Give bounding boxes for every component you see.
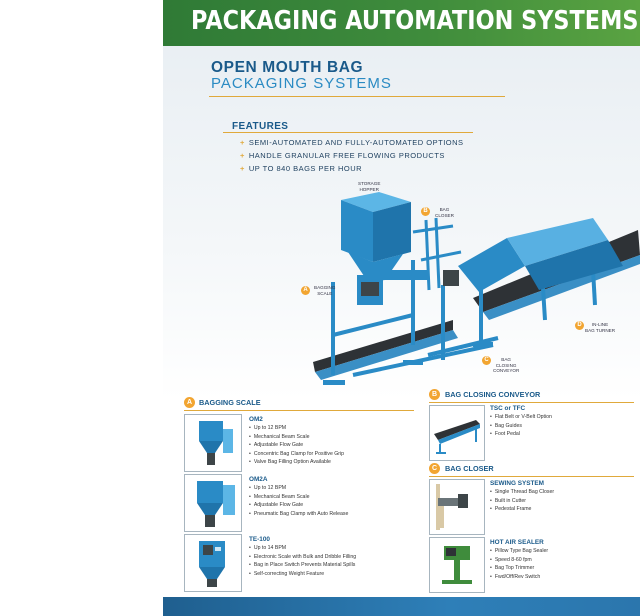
machine-illustration xyxy=(313,192,640,385)
product-name-hot-air-sealer: HOT AIR SEALER xyxy=(490,539,544,546)
footer-strip xyxy=(163,597,640,616)
badge-a-icon: A xyxy=(301,286,310,295)
section-title-bagging-scale: BAGGING SCALE xyxy=(199,398,261,407)
features-list: +SEMI-AUTOMATED AND FULLY-AUTOMATED OPTI… xyxy=(240,136,464,175)
section-divider xyxy=(429,476,634,477)
feature-item: +SEMI-AUTOMATED AND FULLY-AUTOMATED OPTI… xyxy=(240,138,464,147)
tsc-spec-list: Flat Belt or V-Belt Option Bag Guides Fo… xyxy=(490,413,552,439)
om2-spec-list: Up to 12 BPM Mechanical Beam Scale Adjus… xyxy=(249,424,344,467)
plus-icon: + xyxy=(240,164,245,173)
features-divider xyxy=(223,132,473,133)
section-divider xyxy=(429,402,634,403)
brochure-page: PACKAGING AUTOMATION SYSTEMS OPEN MOUTH … xyxy=(163,0,640,616)
page-title: OPEN MOUTH BAG xyxy=(211,59,364,76)
features-heading: FEATURES xyxy=(232,121,289,132)
tsc-conveyor-image xyxy=(429,405,485,461)
badge-c-icon: C xyxy=(482,356,491,365)
om2a-image xyxy=(184,474,242,532)
badge-d-icon: D xyxy=(575,321,584,330)
plus-icon: + xyxy=(240,151,245,160)
product-name-te100: TE-100 xyxy=(249,536,270,543)
section-title-bag-closing-conveyor: BAG CLOSING CONVEYOR xyxy=(445,390,541,399)
hot-air-sealer-image xyxy=(429,537,485,593)
feature-item: +UP TO 840 BAGS PER HOUR xyxy=(240,164,363,173)
section-badge-a: A xyxy=(184,397,195,408)
header-banner: PACKAGING AUTOMATION SYSTEMS xyxy=(163,0,640,46)
om2-image xyxy=(184,414,242,472)
te100-spec-list: Up to 14 BPM Electronic Scale with Bulk … xyxy=(249,544,356,578)
badge-b-icon: B xyxy=(421,207,430,216)
section-title-bag-closer: BAG CLOSER xyxy=(445,464,494,473)
title-divider xyxy=(209,96,505,97)
section-badge-b: B xyxy=(429,389,440,400)
feature-item: +HANDLE GRANULAR FREE FLOWING PRODUCTS xyxy=(240,151,445,160)
product-name-om2: OM2 xyxy=(249,416,263,423)
banner-title: PACKAGING AUTOMATION SYSTEMS xyxy=(191,6,639,36)
page-subtitle: PACKAGING SYSTEMS xyxy=(211,75,392,92)
om2a-spec-list: Up to 12 BPM Mechanical Beam Scale Adjus… xyxy=(249,484,349,518)
sealer-spec-list: Pillow Type Bag Sealer Speed 8-60 fpm Ba… xyxy=(490,547,548,581)
section-badge-c: C xyxy=(429,463,440,474)
te100-image xyxy=(184,534,242,592)
sewing-system-image xyxy=(429,479,485,535)
product-name-om2a: OM2A xyxy=(249,476,268,483)
product-name-sewing-system: SEWING SYSTEM xyxy=(490,480,544,487)
plus-icon: + xyxy=(240,138,245,147)
sewing-spec-list: Single Thread Bag Closer Built in Cutter… xyxy=(490,488,554,514)
product-name-tsc-tfc: TSC or TFC xyxy=(490,405,526,412)
section-divider xyxy=(184,410,414,411)
